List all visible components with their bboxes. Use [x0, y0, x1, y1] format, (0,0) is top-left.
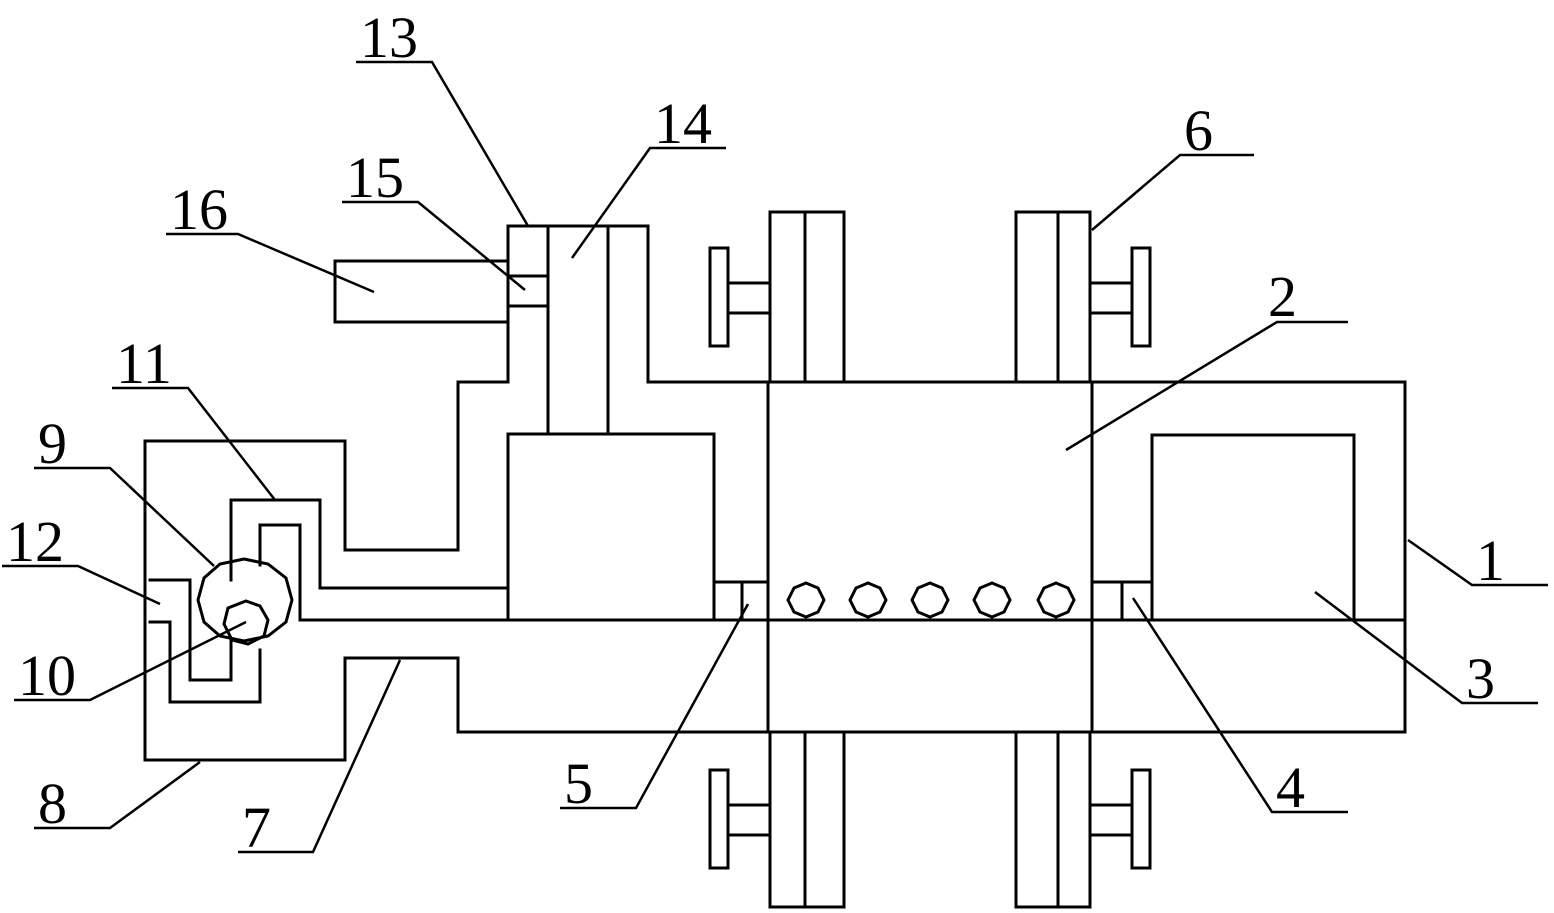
- label-15: 15: [346, 145, 404, 210]
- leader-5: [560, 603, 750, 810]
- hub-10: [222, 599, 270, 646]
- plate-bottom-right: [1014, 730, 1092, 909]
- leader-8: [34, 760, 201, 830]
- labels: 1 2 3 4 5 6 7 8 9 10 11 12 13 14 15 16: [6, 5, 1505, 860]
- central-block: [766, 380, 1094, 734]
- roller-4: [972, 581, 1012, 619]
- leader-16: [166, 232, 375, 294]
- handle-top-left: [708, 246, 772, 348]
- leader-1: [1407, 538, 1548, 587]
- leader-2: [1065, 320, 1348, 452]
- label-11: 11: [116, 331, 172, 396]
- label-14: 14: [654, 91, 712, 156]
- label-4: 4: [1276, 755, 1305, 820]
- label-16: 16: [170, 177, 228, 242]
- handle-bottom-right: [1088, 768, 1152, 870]
- box-16: [333, 259, 510, 324]
- component-4: [1090, 580, 1154, 622]
- leader-3: [1314, 591, 1538, 705]
- label-7: 7: [242, 795, 271, 860]
- roller-5: [1036, 581, 1076, 619]
- main-frame: [143, 224, 1407, 762]
- plate-bottom-left: [768, 730, 846, 909]
- label-5: 5: [564, 751, 593, 816]
- handle-top-right: [1088, 246, 1152, 348]
- plate-top-left: [768, 210, 846, 384]
- leader-13: [356, 60, 530, 227]
- pipe-11: [229, 498, 322, 622]
- leader-6: [1091, 153, 1254, 231]
- leader-12: [2, 564, 161, 606]
- box-3: [1150, 433, 1356, 622]
- leader-15: [342, 200, 526, 291]
- leader-14: [570, 146, 726, 259]
- leader-lines: [2, 60, 1548, 854]
- inner-ledge: [318, 498, 510, 590]
- leader-7: [238, 659, 402, 854]
- handle-bottom-left: [708, 768, 772, 870]
- label-6: 6: [1184, 98, 1213, 163]
- label-1: 1: [1476, 528, 1505, 593]
- leader-4: [1131, 597, 1348, 814]
- label-3: 3: [1466, 646, 1495, 711]
- leader-9: [34, 466, 215, 567]
- leader-10: [14, 620, 247, 702]
- valve-15: [506, 274, 550, 308]
- roller-row: [786, 581, 1076, 619]
- roller-3: [910, 581, 950, 619]
- label-12: 12: [6, 509, 64, 574]
- roller-2: [848, 581, 888, 619]
- leader-11: [112, 386, 276, 501]
- roller-1: [786, 581, 826, 619]
- label-13: 13: [360, 5, 418, 70]
- plate-top-right: [1014, 210, 1092, 384]
- wheel-9: [196, 557, 294, 643]
- label-8: 8: [38, 771, 67, 836]
- inner-box: [506, 432, 716, 622]
- label-9: 9: [38, 411, 67, 476]
- label-2: 2: [1268, 264, 1297, 329]
- cylinder-14: [546, 224, 610, 436]
- label-10: 10: [18, 643, 76, 708]
- pipe-12: [148, 578, 262, 704]
